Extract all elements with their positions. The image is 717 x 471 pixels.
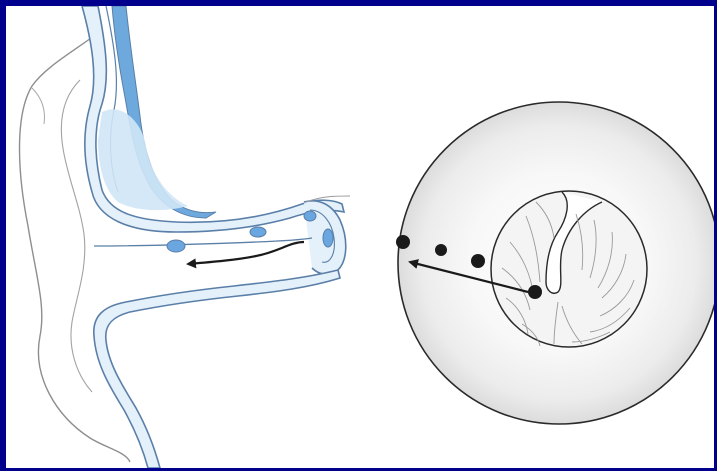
pinna-helix-fold bbox=[32, 88, 45, 124]
illustration-panel bbox=[6, 6, 714, 468]
ceruminous-gland-1 bbox=[167, 240, 185, 252]
ceruminous-gland-4 bbox=[323, 229, 333, 247]
migration-dot-2 bbox=[435, 244, 447, 256]
upper-wall-shade bbox=[98, 109, 188, 210]
migration-dot-3 bbox=[471, 254, 485, 268]
ear-illustration bbox=[6, 6, 714, 468]
epithelial-migration-arrow bbox=[188, 242, 304, 264]
ear-canal-diagram bbox=[20, 6, 351, 468]
umbo-dot bbox=[528, 285, 542, 299]
lower-canal-wall bbox=[94, 270, 340, 468]
ceruminous-gland-2 bbox=[250, 227, 266, 237]
canal-floor-line bbox=[94, 238, 312, 246]
migration-dot-1 bbox=[396, 235, 410, 249]
ceruminous-gland-3 bbox=[304, 211, 316, 221]
eardrum-diagram bbox=[396, 102, 714, 424]
